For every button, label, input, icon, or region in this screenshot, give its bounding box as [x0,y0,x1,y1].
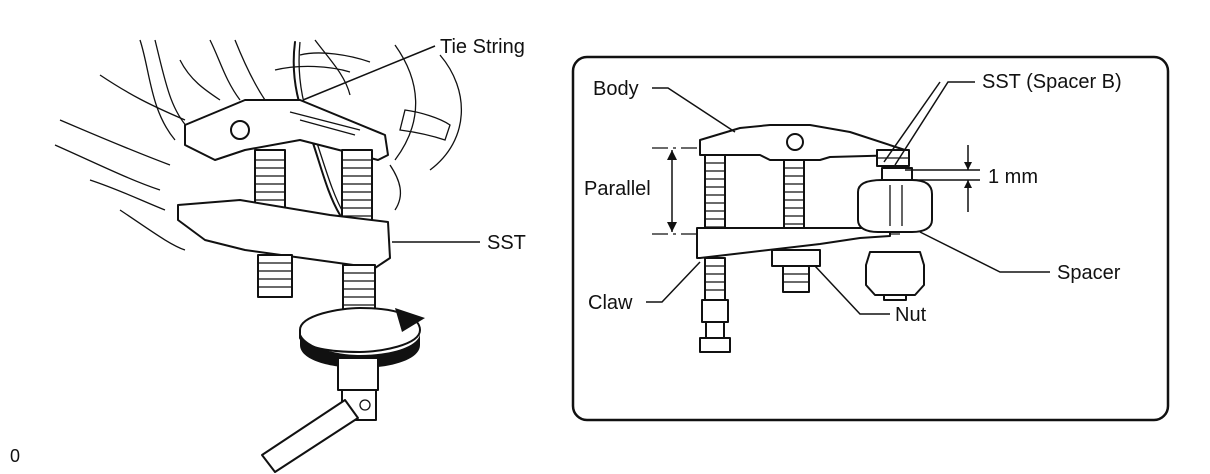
parallel-label: Parallel [584,178,651,200]
body-leader [652,87,736,133]
steering-knuckle-sketch [54,39,463,251]
tie-string-leader [302,45,436,101]
nut-label: Nut [895,304,927,326]
gap-dimension [905,145,980,212]
spacer-label: Spacer [1057,262,1121,284]
nut [771,249,821,293]
socket-wrench [261,357,379,473]
left-illustration: Tie String SST 0 [10,36,526,473]
sst-label: SST [487,232,526,254]
body-label: Body [593,78,639,100]
sst-spacer-b-leader-2 [883,81,941,163]
sst-upper-arm [184,99,389,161]
gap-label: 1 mm [988,166,1038,188]
sst-spacer-b-label: SST (Spacer B) [982,71,1122,93]
corner-mark: 0 [10,446,20,466]
lower-bolt-stub [257,254,293,298]
claw-leader [646,261,701,303]
sst-spacer-b-leader [894,81,975,166]
spacer-leader [919,231,1050,273]
ball-joint-stud [857,149,933,301]
detail-panel: Body SST (Spacer B) Parallel 1 mm Spacer… [571,55,1170,422]
claw-bolt [699,257,731,353]
rotation-arrow [299,307,425,368]
claw-label: Claw [588,292,633,314]
tie-string-label: Tie String [440,36,525,58]
parallel-dimension [667,150,677,232]
sst-lower-arm [177,199,391,269]
nut-leader [814,265,890,315]
detail-panel-frame [571,55,1170,422]
